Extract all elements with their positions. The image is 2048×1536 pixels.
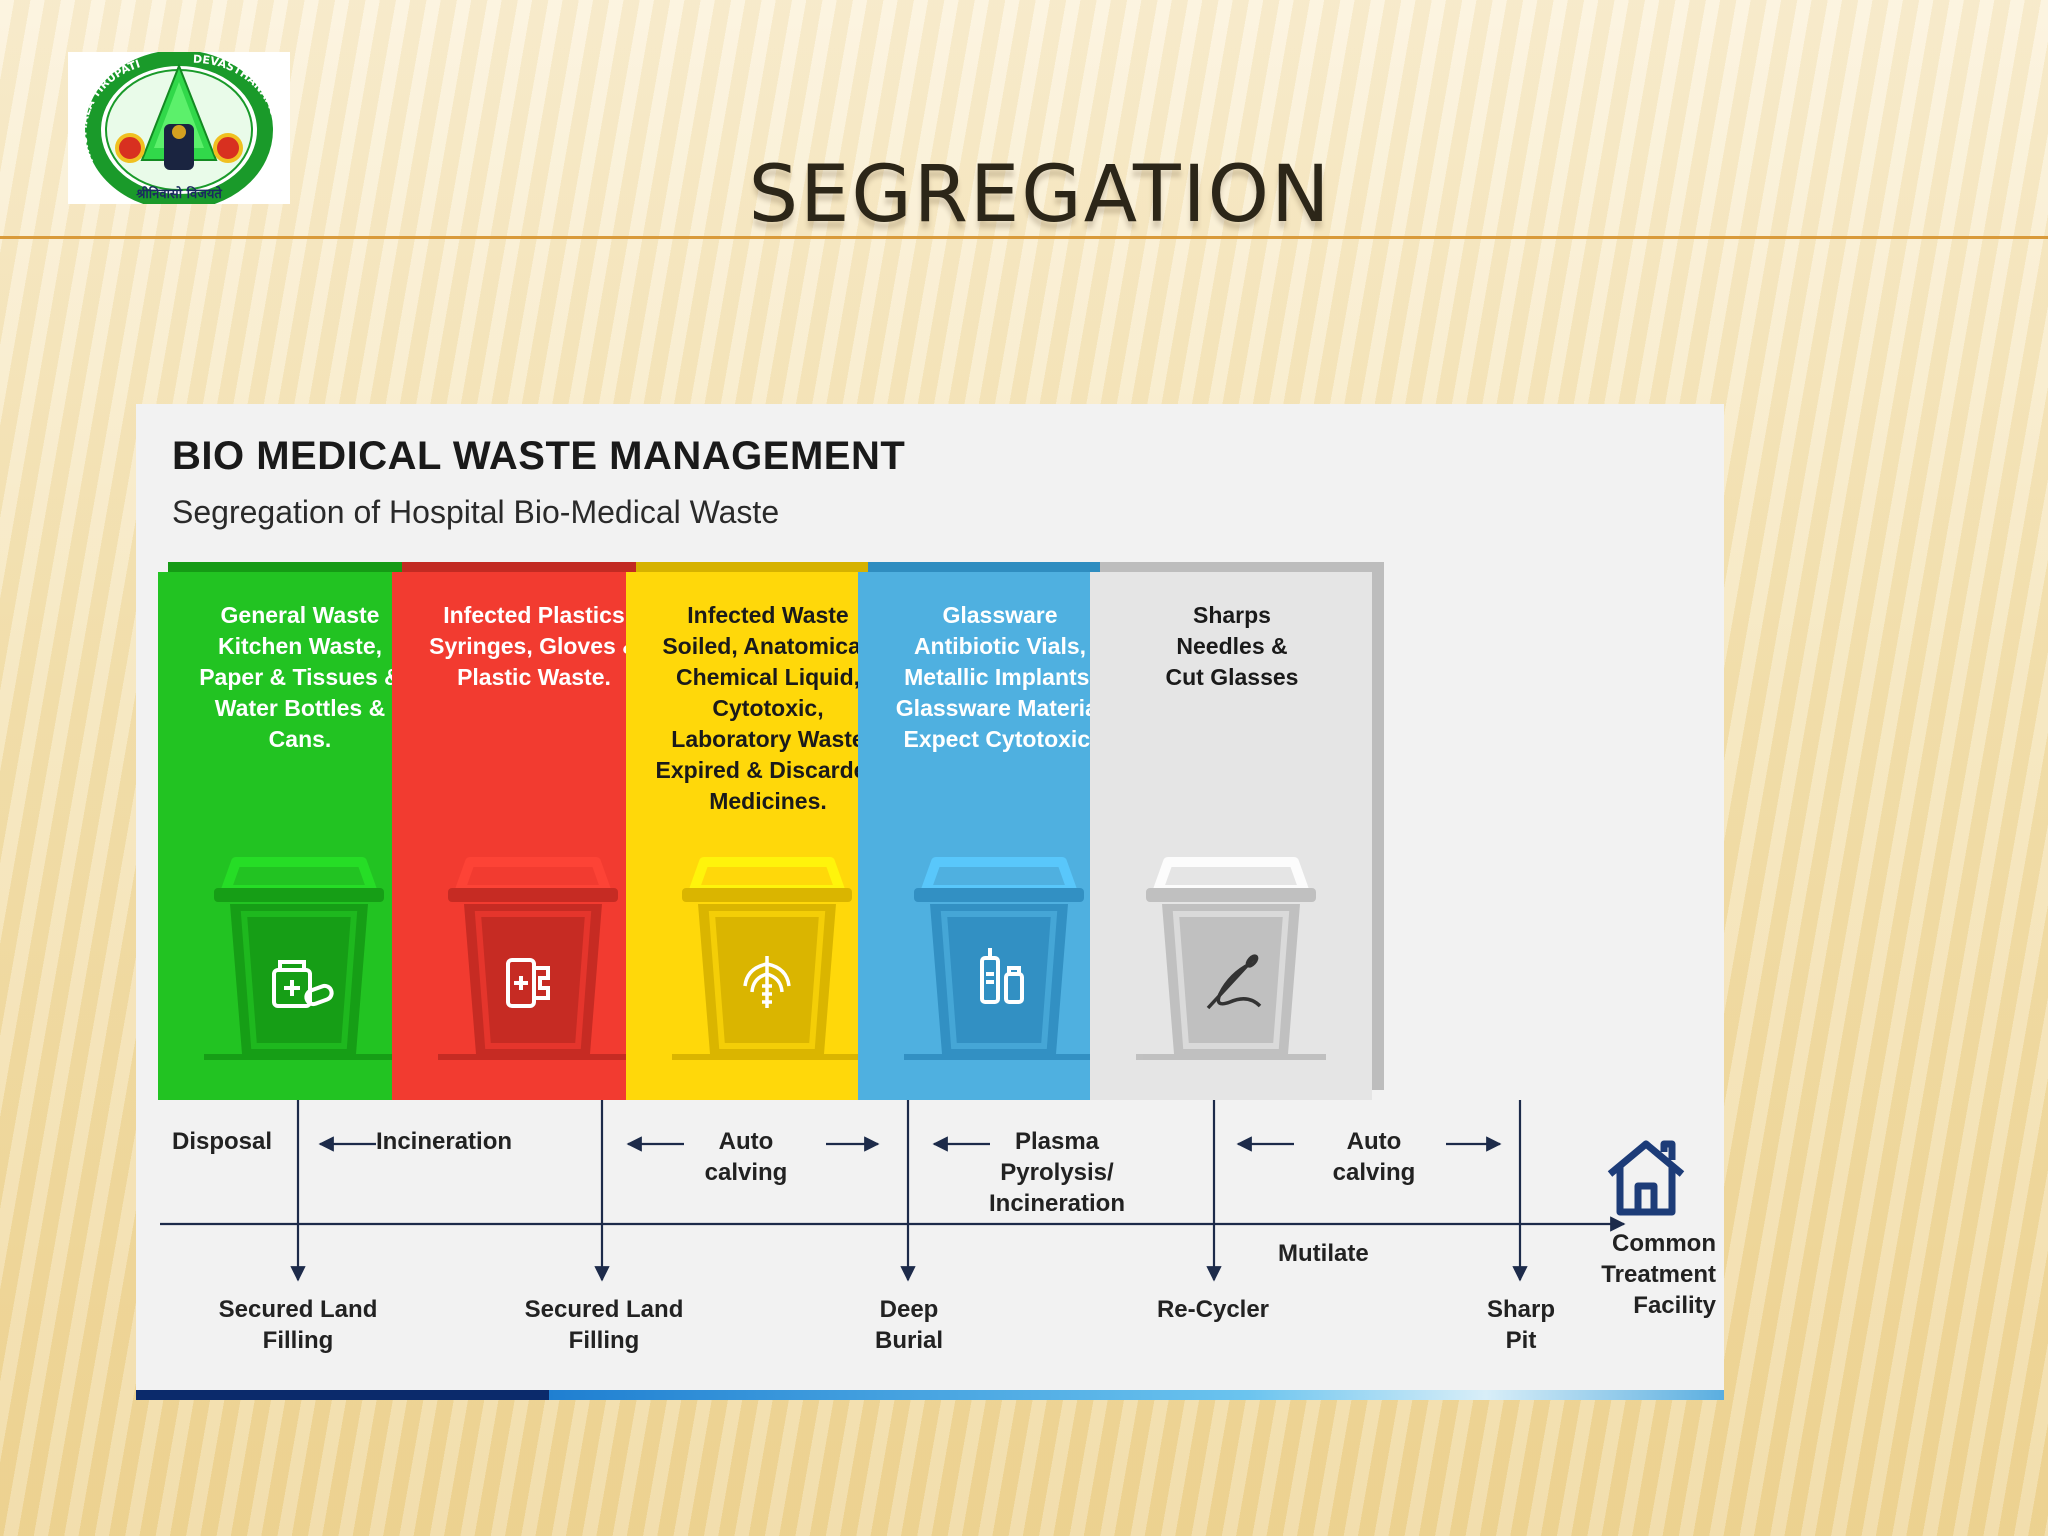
medicine-bottle-icon	[272, 960, 334, 1008]
process-label-2: Incineration	[376, 1128, 513, 1155]
column-top-face	[1100, 562, 1384, 572]
column-side-face	[1372, 562, 1384, 1090]
waste-bin-icon	[652, 852, 882, 1082]
destination-label-5: Sharp Pit	[1486, 1296, 1555, 1354]
destination-label-4: Re-Cycler	[1156, 1296, 1270, 1323]
waste-description: Needles & Cut Glasses	[1165, 633, 1299, 690]
waste-category: Infected Waste	[687, 602, 849, 628]
flow-diagram	[160, 1100, 1685, 1282]
needle-thread-icon	[1206, 954, 1262, 1010]
bandage-roll-icon	[506, 958, 550, 1008]
column-top-face	[636, 562, 920, 572]
process-label-1: Disposal	[172, 1128, 273, 1155]
process-label-5: Auto calving	[1332, 1128, 1416, 1186]
process-label-4: Plasma Pyrolysis/ Incineration	[988, 1128, 1126, 1217]
slide-title: SEGREGATION	[748, 150, 1332, 240]
column-top-face	[168, 562, 452, 572]
waste-category: Sharps	[1193, 602, 1271, 628]
waste-bin-icon	[884, 852, 1114, 1082]
mutilate-label: Mutilate	[1278, 1240, 1369, 1267]
waste-bin-icon	[418, 852, 648, 1082]
column-top-face	[402, 562, 686, 572]
waste-category: Glassware	[942, 602, 1058, 628]
bottom-accent-bar	[136, 1390, 1724, 1400]
waste-description: Kitchen Waste, Paper & Tissues & Water B…	[199, 633, 401, 752]
vial-icon	[980, 948, 1024, 1004]
ttd-emblem-icon: TIRUMALA TIRUPATI DEVASTHANAMS श्रीनिवास…	[76, 52, 281, 204]
waste-category: Infected Plastics	[443, 602, 625, 628]
infographic-subtitle: Segregation of Hospital Bio-Medical Wast…	[172, 494, 780, 530]
waste-bin-icon	[184, 852, 414, 1082]
facility-label: Common Treatment Facility	[1601, 1230, 1716, 1319]
bmw-infographic: BIO MEDICAL WASTE MANAGEMENT Segregation…	[136, 404, 1724, 1400]
process-label-3: Auto calving	[704, 1128, 788, 1186]
ttd-logo: TIRUMALA TIRUPATI DEVASTHANAMS श्रीनिवास…	[68, 52, 290, 204]
infographic-title: BIO MEDICAL WASTE MANAGEMENT	[172, 434, 906, 478]
waste-description: Syringes, Gloves & Plastic Waste.	[429, 633, 639, 690]
waste-description: Antibiotic Vials, Metallic Implants, Gla…	[895, 633, 1105, 752]
destination-label-1: Secured Land Filling	[218, 1296, 378, 1354]
waste-category: General Waste	[220, 602, 380, 628]
house-icon	[1607, 1140, 1685, 1216]
logo-motto: श्रीनिवासो विजयते	[135, 186, 222, 202]
title-divider	[0, 236, 2048, 239]
destination-label-2: Secured Land Filling	[524, 1296, 684, 1354]
ribcage-icon	[743, 956, 791, 1008]
destination-label-3: Deep Burial	[874, 1296, 943, 1354]
waste-bin-icon	[1116, 852, 1346, 1082]
waste-description: Soiled, Anatomical, Chemical Liquid, Cyt…	[655, 633, 881, 814]
column-top-face	[868, 562, 1152, 572]
